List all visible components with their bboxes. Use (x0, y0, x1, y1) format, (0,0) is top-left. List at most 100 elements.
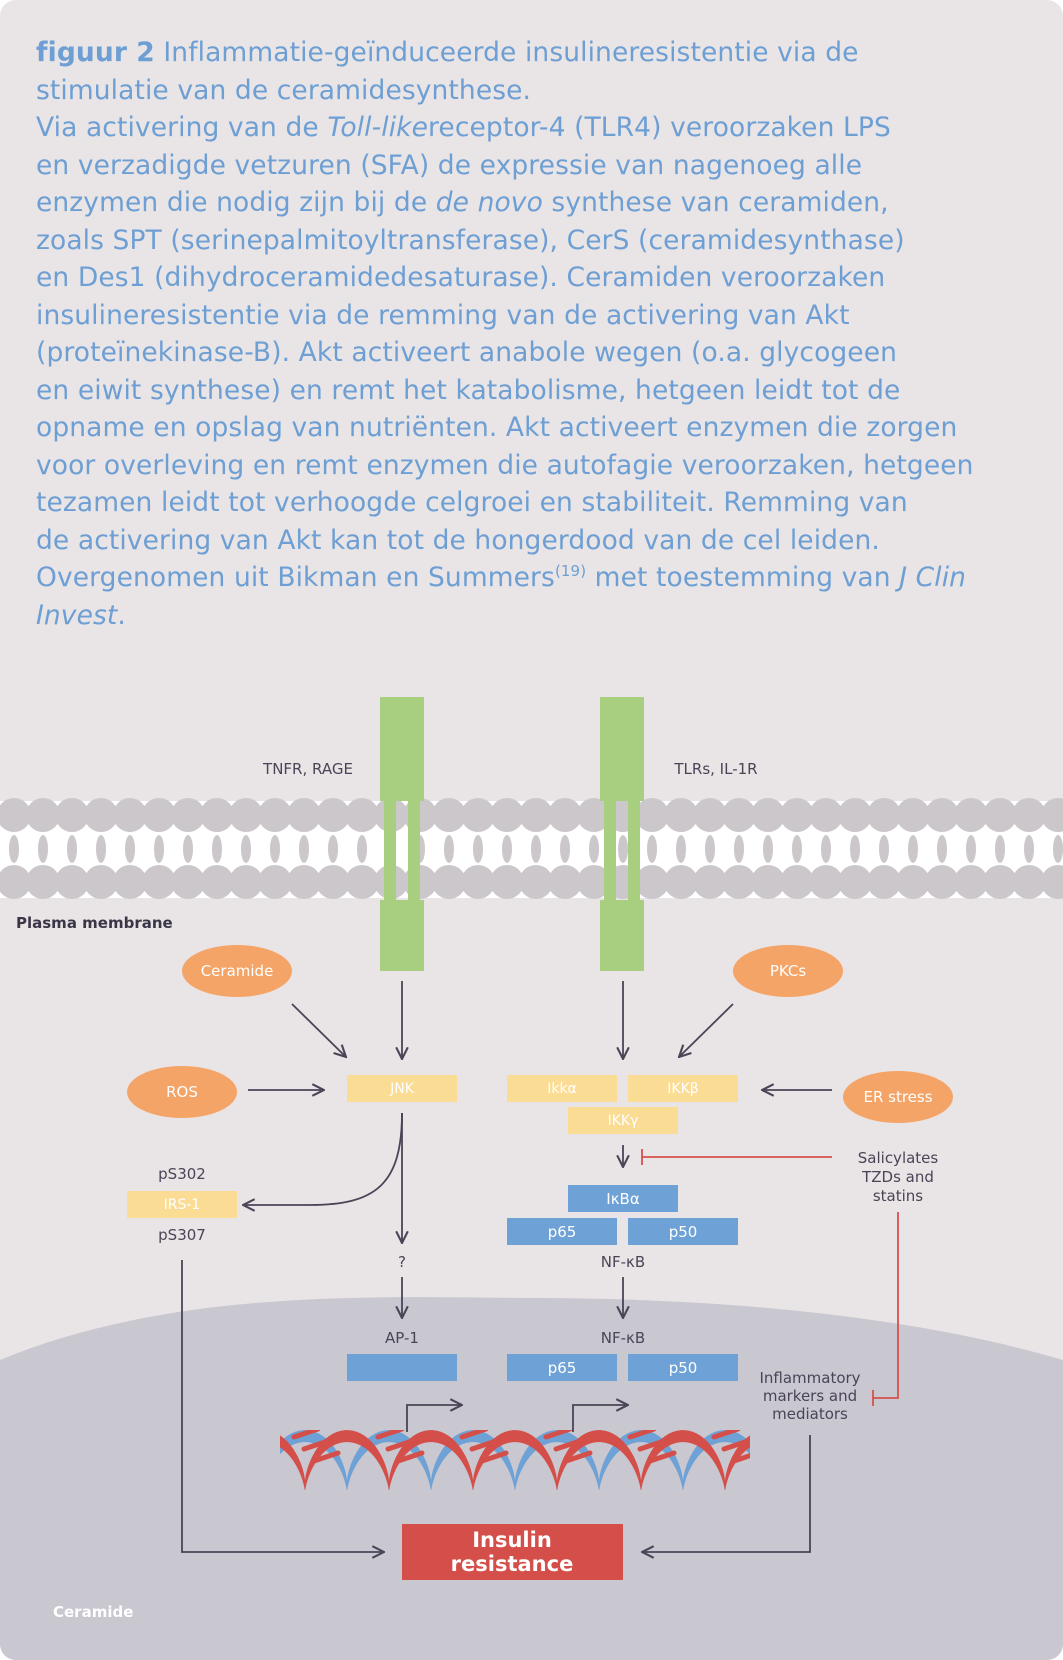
lipid-head-inner (664, 865, 698, 899)
receptor-left-label: TNFR, RAGE (262, 760, 353, 778)
lipid-tail-gap (560, 835, 570, 863)
pkcs-node-label: PKCs (770, 962, 807, 980)
lipid-head-outer (1041, 798, 1063, 832)
caption-title-line-1: figuur 2 Inflammatie-geïnduceerde insuli… (36, 34, 1046, 72)
figure-label: figuur 2 (36, 37, 155, 68)
lipid-head-outer (84, 798, 118, 832)
salicylates-label-line-2: TZDs and (861, 1168, 934, 1186)
lipid-head-outer (55, 798, 89, 832)
lipid-head-inner (838, 865, 872, 899)
reference-superscript: (19) (554, 562, 587, 580)
lipid-tail-gap (270, 835, 280, 863)
dna-base-pair (543, 1430, 573, 1440)
lipid-head-inner (983, 865, 1017, 899)
er-stress-node (843, 1071, 953, 1123)
inflammatory-label-line-2: markers and (763, 1387, 857, 1405)
dna-base-pair (479, 1450, 509, 1464)
lipid-head-inner (1041, 865, 1063, 899)
caption-line-6: zoals SPT (serinepalmitoyltransferase), … (36, 224, 905, 256)
pkcs-to-ikkb-arrow (679, 1003, 734, 1057)
lipid-head-inner (809, 865, 843, 899)
caption-italic: Invest (36, 599, 118, 631)
caption-italic: de novo (435, 187, 543, 218)
lipid-head-outer (432, 798, 466, 832)
caption-text: Overgenomen uit Bikman en Summers (36, 562, 555, 593)
pkcs-node (733, 945, 843, 997)
ikkb-box (628, 1075, 738, 1102)
lipid-head-inner (0, 865, 31, 899)
lipid-tail-gap (38, 835, 48, 863)
dna-base-pair (459, 1430, 489, 1440)
lipid-head-outer (490, 798, 524, 832)
insulin-resistance-line-1: Insulin (472, 1528, 552, 1552)
lipid-tail-gap (879, 835, 889, 863)
dna-base-pair (311, 1450, 341, 1464)
caption-line-10: en eiwit synthese) en remt het katabolis… (36, 374, 901, 406)
lipid-head-inner (867, 865, 901, 899)
lipid-head-inner (258, 865, 292, 899)
lipid-tail-gap (67, 835, 77, 863)
question-label: ? (398, 1253, 406, 1271)
lipid-tail-gap (299, 835, 309, 863)
caption-text: Via activering van de (36, 112, 328, 143)
lipid-head-outer (838, 798, 872, 832)
irs1-box (127, 1191, 237, 1218)
lipid-head-inner (113, 865, 147, 899)
dna-base-pair (647, 1450, 677, 1464)
lipid-head-outer (867, 798, 901, 832)
figure-caption: figuur 2 Inflammatie-geïnduceerde insuli… (36, 34, 1046, 634)
lipid-head-inner (693, 865, 727, 899)
lipid-head-outer (113, 798, 147, 832)
caption-line-12: voor overleving en remt enzymen die auto… (36, 449, 974, 481)
lipid-head-inner (577, 865, 611, 899)
lipid-head-inner (519, 865, 553, 899)
lipid-head-inner (142, 865, 176, 899)
lipid-head-inner (896, 865, 930, 899)
ikkg-label: IKKγ (608, 1113, 639, 1129)
ros-node-label: ROS (166, 1083, 198, 1101)
caption-italic: Toll-like (327, 112, 429, 143)
lipid-head-inner (548, 865, 582, 899)
inflammatory-to-insulin-resistance-arrow (642, 1435, 811, 1552)
lipid-head-outer (287, 798, 321, 832)
lipid-head-inner (432, 865, 466, 899)
lipid-head-inner (26, 865, 60, 899)
lipid-tail-gap (444, 835, 454, 863)
lipid-head-inner (171, 865, 205, 899)
lipid-tail-gap (966, 835, 976, 863)
lipid-tail-gap (357, 835, 367, 863)
caption-text: . (117, 599, 126, 631)
inflammatory-label-line-1: Inflammatory (759, 1369, 860, 1387)
lipid-head-inner (954, 865, 988, 899)
lipid-tail-gap (995, 835, 1005, 863)
caption-line-4: en verzadigde vetzuren (SFA) de expressi… (36, 149, 863, 181)
caption-line-14: de activering van Akt kan tot de hongerd… (36, 524, 880, 556)
irs1-label: IRS-1 (164, 1197, 201, 1213)
dna-base-pair (395, 1450, 425, 1464)
p65-nuc-label: p65 (548, 1359, 577, 1377)
ikba-label: IκBα (606, 1190, 640, 1208)
caption-line-5: enzymen die nodig zijn bij de de novo sy… (36, 184, 1046, 222)
lipid-head-outer (142, 798, 176, 832)
p50-nuc-box (628, 1354, 738, 1381)
irs1-to-insulin-resistance-arrow (181, 1260, 384, 1552)
insulin-resistance-box (402, 1524, 623, 1580)
lipid-tail-gap (125, 835, 135, 863)
inhibition-lines (641, 1149, 899, 1406)
lipid-head-outer (258, 798, 292, 832)
pathway-arrows (181, 981, 832, 1552)
lipid-tail-gap (531, 835, 541, 863)
lipid-tail-gap (1053, 835, 1063, 863)
lipid-head-outer (925, 798, 959, 832)
lipid-tail-gap (502, 835, 512, 863)
dna-base-pair (711, 1430, 741, 1440)
salicylates-label-line-1: Salicylates (858, 1149, 939, 1167)
p65-cyto-box (507, 1218, 617, 1245)
lipid-tail-gap (734, 835, 744, 863)
p65-nuc-box (507, 1354, 617, 1381)
receptor-tlrs-il1r (600, 697, 644, 971)
caption-text: receptor-4 (TLR4) veroorzaken LPS (428, 112, 891, 143)
caption-line-8: insulineresistentie via de remming van d… (36, 299, 850, 331)
caption-text: synthese van ceramiden, (542, 187, 889, 218)
dna-helix (280, 1430, 750, 1490)
